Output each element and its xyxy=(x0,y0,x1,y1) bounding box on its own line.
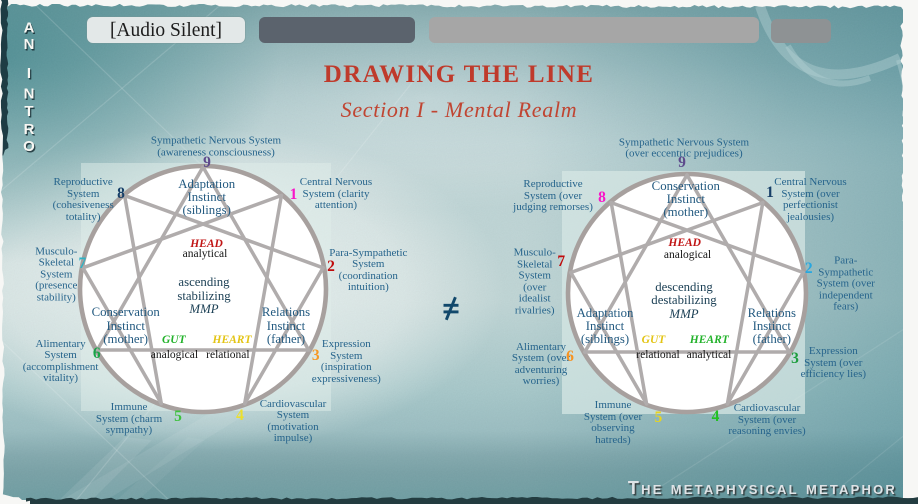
svg-text:I: I xyxy=(28,66,32,83)
svg-text:A: A xyxy=(25,21,36,38)
svg-text:A: A xyxy=(24,19,35,36)
svg-text:R: R xyxy=(24,121,35,138)
svg-text:T: T xyxy=(26,104,35,121)
svg-text:N: N xyxy=(24,36,35,53)
svg-text:N: N xyxy=(25,37,36,54)
svg-text:N: N xyxy=(24,85,35,102)
svg-text:R: R xyxy=(25,122,36,139)
svg-text:I: I xyxy=(27,65,31,82)
svg-text:O: O xyxy=(23,138,35,155)
svg-text:T: T xyxy=(24,103,33,120)
svg-text:N: N xyxy=(25,87,36,104)
svg-text:O: O xyxy=(24,139,36,156)
